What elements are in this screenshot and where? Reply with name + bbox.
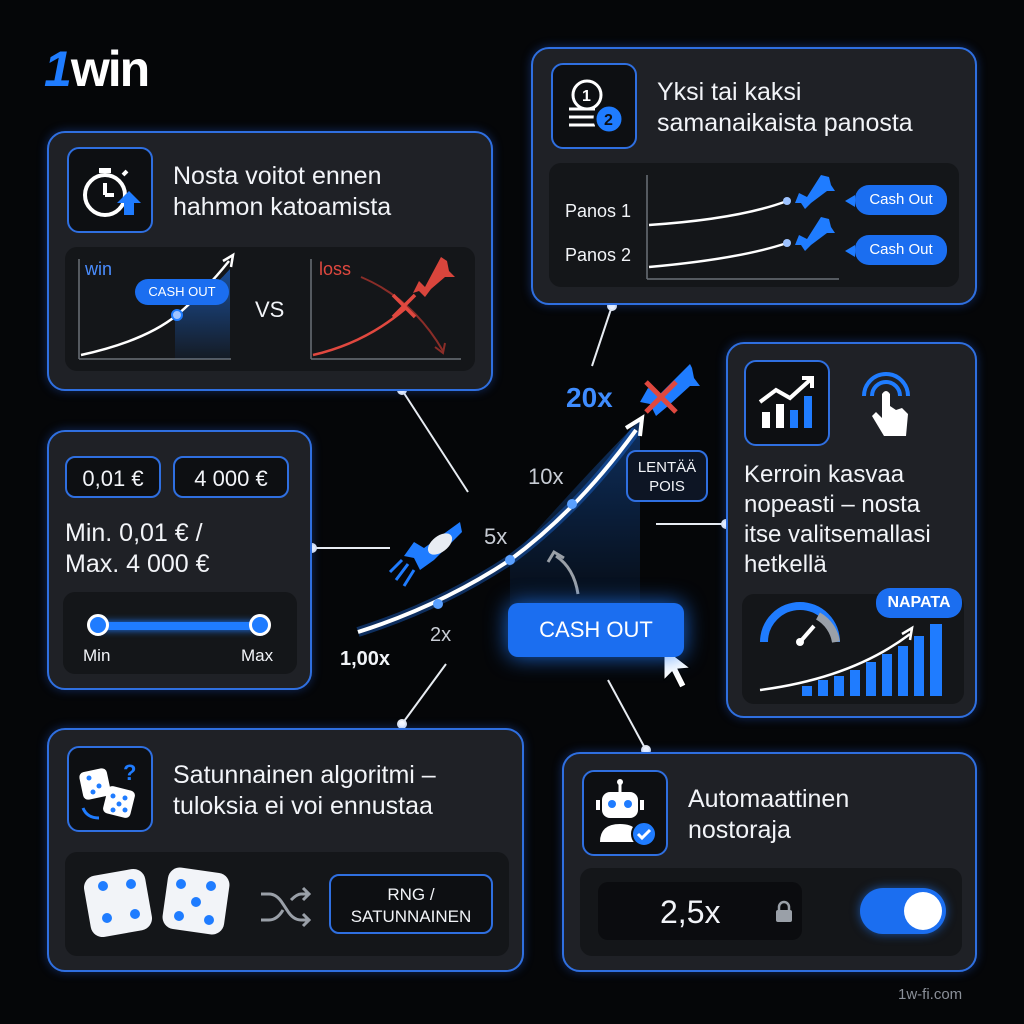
slider-max-label: Max — [241, 646, 274, 665]
crashed-plane-icon — [640, 364, 700, 416]
multiplier-5x: 5x — [484, 524, 508, 549]
gauge-and-bars — [759, 602, 942, 696]
brand-logo: 1win — [44, 41, 150, 97]
coins-1-2-icon: 1 2 — [551, 63, 637, 149]
svg-text:2: 2 — [604, 112, 613, 129]
win-vs-loss-panel: win CASH OUT VS loss — [65, 247, 475, 371]
bar-chart-up-icon — [744, 360, 830, 446]
simultaneous-bets-card: 1 2 Yksi tai kaksi samanaikaista panosta… — [531, 47, 977, 305]
svg-text:?: ? — [123, 760, 136, 785]
multiplier-1x: 1,00x — [340, 648, 391, 670]
shuffle-icon — [261, 886, 312, 928]
slider-min-handle[interactable] — [87, 614, 109, 636]
bet-2-cash-out-button[interactable]: Cash Out — [855, 235, 947, 265]
cashout-card-title: Nosta voitot ennen hahmon katoamista — [173, 162, 392, 221]
auto-cashout-value: 2,5x — [660, 894, 721, 930]
cash-out-button[interactable]: CASH OUT — [508, 603, 684, 657]
slider-track — [99, 622, 259, 630]
bet-limits-card: 0,01 € 4 000 € Min. 0,01 € / Max. 4 000 … — [47, 430, 312, 690]
bet-1-label: Panos 1 — [565, 201, 632, 221]
bet-limits-text: Min. 0,01 € / Max. 4 000 € — [65, 519, 210, 578]
cashout-card: Nosta voitot ennen hahmon katoamista — [47, 131, 493, 391]
multiplier-10x: 10x — [528, 464, 564, 489]
multiplier-card: Kerroin kasvaa nopeasti – nosta itse val… — [726, 342, 977, 718]
rng-card-title: Satunnainen algoritmi – tuloksia ei voi … — [173, 761, 436, 820]
rng-panel: RNG / SATUNNAINEN — [65, 852, 509, 956]
bet-1-cash-out-button[interactable]: Cash Out — [855, 185, 947, 215]
loss-label: loss — [319, 259, 352, 279]
auto-cashout-panel: 2,5x — [580, 868, 962, 956]
multiplier-visual-panel: NAPATA — [742, 588, 964, 704]
bets-panel: Panos 1 Panos 2 Cash Out Cash Out — [549, 163, 959, 287]
slider-max-handle[interactable] — [249, 614, 271, 636]
auto-cashout-card: Automaattinen nostoraja 2,5x — [562, 752, 977, 972]
multiplier-20x: 20x — [566, 382, 613, 413]
auto-cashout-value-field[interactable]: 2,5x — [598, 882, 802, 940]
dice-question-icon: ? — [67, 746, 153, 832]
robot-check-icon — [582, 770, 668, 856]
min-bet-chip: 0,01 € — [65, 456, 161, 498]
multiplier-text: Kerroin kasvaa nopeasti – nosta itse val… — [744, 461, 931, 578]
vs-label: VS — [255, 297, 285, 322]
slider-min-label: Min — [83, 646, 111, 665]
tap-hand-icon — [854, 364, 924, 449]
rng-badge: RNG / SATUNNAINEN — [329, 874, 493, 934]
dice-and-shuffle — [83, 867, 312, 938]
toggle-knob — [904, 892, 942, 930]
simultaneous-bets-title: Yksi tai kaksi samanaikaista panosta — [657, 78, 913, 137]
multiplier-2x: 2x — [430, 624, 452, 646]
auto-cashout-title: Automaattinen nostoraja — [688, 785, 850, 844]
bet-2-label: Panos 2 — [565, 245, 632, 265]
rng-card: ? Satunnainen algoritmi – tuloksia ei vo… — [47, 728, 524, 972]
lock-icon — [776, 900, 792, 922]
cash-out-pill[interactable]: CASH OUT — [135, 279, 229, 305]
rocket-icon — [388, 522, 462, 587]
svg-text:1: 1 — [582, 88, 591, 105]
auto-cashout-toggle[interactable] — [860, 888, 946, 934]
win-label: win — [85, 259, 113, 279]
stopwatch-arrow-up-icon — [67, 147, 153, 233]
napata-pill[interactable]: NAPATA — [876, 588, 962, 618]
flies-away-badge: LENTÄÄ POIS — [626, 450, 708, 502]
site-url: 1w-fi.com — [898, 986, 963, 1003]
bet-range-slider[interactable]: Min Max — [63, 592, 297, 674]
max-bet-chip: 4 000 € — [173, 456, 289, 498]
bets-charts — [646, 175, 855, 280]
